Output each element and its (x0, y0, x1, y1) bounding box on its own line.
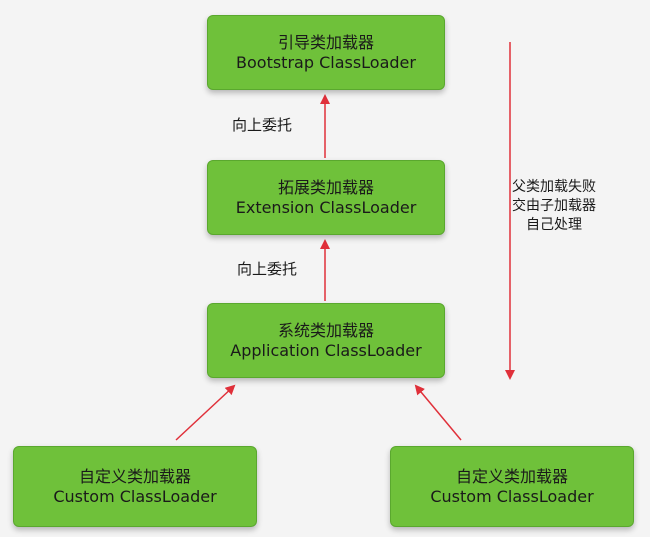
edge-label-delegate-up-1: 向上委托 (232, 116, 293, 134)
node-application-cn: 系统类加载器 (277, 320, 374, 340)
node-custom-left-cn: 自定义类加载器 (78, 466, 191, 486)
node-custom-classloader-right: 自定义类加载器 Custom ClassLoader (390, 446, 634, 527)
node-custom-classloader-left: 自定义类加载器 Custom ClassLoader (13, 446, 257, 527)
node-custom-right-en: Custom ClassLoader (430, 486, 594, 506)
node-custom-right-cn: 自定义类加载器 (455, 466, 568, 486)
side-note-line-2: 交由子加载器 (512, 198, 596, 214)
node-extension-cn: 拓展类加载器 (277, 177, 374, 197)
arrow-custom-left-to-app (175, 384, 236, 441)
side-note-line-3: 自己处理 (526, 217, 582, 233)
node-bootstrap-en: Bootstrap ClassLoader (236, 52, 416, 72)
side-note-fallback: 父类加载失败 交由子加载器 自己处理 (508, 178, 600, 235)
node-application-classloader: 系统类加载器 Application ClassLoader (207, 303, 445, 378)
node-custom-left-en: Custom ClassLoader (53, 486, 217, 506)
arrow-custom-right-to-app (414, 384, 462, 441)
node-bootstrap-cn: 引导类加载器 (277, 32, 374, 52)
edge-label-delegate-up-2: 向上委托 (237, 260, 298, 278)
node-extension-classloader: 拓展类加载器 Extension ClassLoader (207, 160, 445, 235)
node-application-en: Application ClassLoader (230, 340, 422, 360)
node-extension-en: Extension ClassLoader (235, 197, 417, 217)
node-bootstrap-classloader: 引导类加载器 Bootstrap ClassLoader (207, 15, 445, 90)
side-note-line-1: 父类加载失败 (512, 179, 596, 195)
